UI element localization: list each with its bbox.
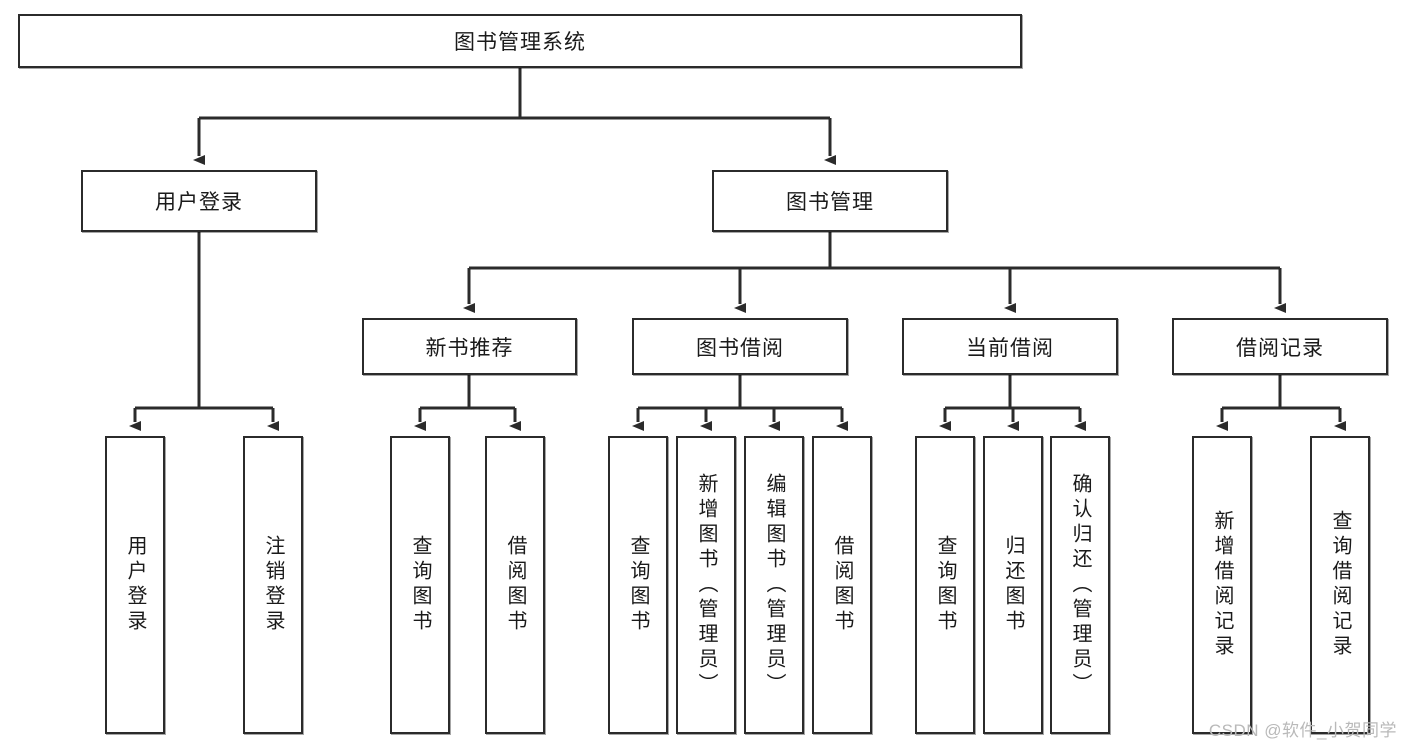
node-user-login[interactable]: 用户登录 xyxy=(81,170,317,232)
node-leaf-borrow-book-2-label: 借阅图书 xyxy=(831,535,853,635)
node-leaf-query-book-2-label: 查询图书 xyxy=(627,535,649,635)
node-leaf-logout-label: 注销登录 xyxy=(262,535,284,635)
node-current-borrow-label: 当前借阅 xyxy=(966,336,1054,360)
node-leaf-borrow-book-1[interactable]: 借阅图书 xyxy=(485,436,545,734)
node-leaf-query-book-3[interactable]: 查询图书 xyxy=(915,436,975,734)
node-leaf-add-record[interactable]: 新增借阅记录 xyxy=(1192,436,1252,734)
node-leaf-edit-book-label: 编辑图书（管理员） xyxy=(763,472,785,698)
node-leaf-add-record-label: 新增借阅记录 xyxy=(1211,510,1233,660)
node-book-borrow-label: 图书借阅 xyxy=(696,336,784,360)
node-leaf-add-book[interactable]: 新增图书（管理员） xyxy=(676,436,736,734)
node-user-login-label: 用户登录 xyxy=(155,191,243,214)
node-leaf-confirm-return[interactable]: 确认归还（管理员） xyxy=(1050,436,1110,734)
node-leaf-query-book-1[interactable]: 查询图书 xyxy=(390,436,450,734)
node-root[interactable]: 图书管理系统 xyxy=(18,14,1022,68)
node-leaf-query-book-2[interactable]: 查询图书 xyxy=(608,436,668,734)
node-book-borrow[interactable]: 图书借阅 xyxy=(632,318,848,375)
watermark: CSDN @软件_小贺同学 xyxy=(1208,721,1397,740)
node-book-manage-label: 图书管理 xyxy=(786,191,874,214)
node-new-book-rec-label: 新书推荐 xyxy=(425,336,514,360)
node-leaf-query-book-1-label: 查询图书 xyxy=(409,535,431,635)
node-leaf-query-record[interactable]: 查询借阅记录 xyxy=(1310,436,1370,734)
node-new-book-rec[interactable]: 新书推荐 xyxy=(362,318,577,375)
node-leaf-return-book[interactable]: 归还图书 xyxy=(983,436,1043,734)
node-leaf-confirm-return-label: 确认归还（管理员） xyxy=(1069,472,1091,698)
node-borrow-record[interactable]: 借阅记录 xyxy=(1172,318,1388,375)
node-leaf-user-login-label: 用户登录 xyxy=(124,535,146,635)
node-current-borrow[interactable]: 当前借阅 xyxy=(902,318,1118,375)
node-leaf-edit-book[interactable]: 编辑图书（管理员） xyxy=(744,436,804,734)
node-leaf-return-book-label: 归还图书 xyxy=(1002,535,1024,635)
node-leaf-query-record-label: 查询借阅记录 xyxy=(1329,510,1351,660)
node-leaf-user-login[interactable]: 用户登录 xyxy=(105,436,165,734)
node-leaf-add-book-label: 新增图书（管理员） xyxy=(695,472,717,698)
node-leaf-query-book-3-label: 查询图书 xyxy=(934,535,956,635)
node-root-label: 图书管理系统 xyxy=(454,31,586,54)
node-book-manage[interactable]: 图书管理 xyxy=(712,170,948,232)
node-borrow-record-label: 借阅记录 xyxy=(1236,336,1324,360)
node-leaf-borrow-book-2[interactable]: 借阅图书 xyxy=(812,436,872,734)
node-leaf-logout[interactable]: 注销登录 xyxy=(243,436,303,734)
node-leaf-borrow-book-1-label: 借阅图书 xyxy=(504,535,526,635)
